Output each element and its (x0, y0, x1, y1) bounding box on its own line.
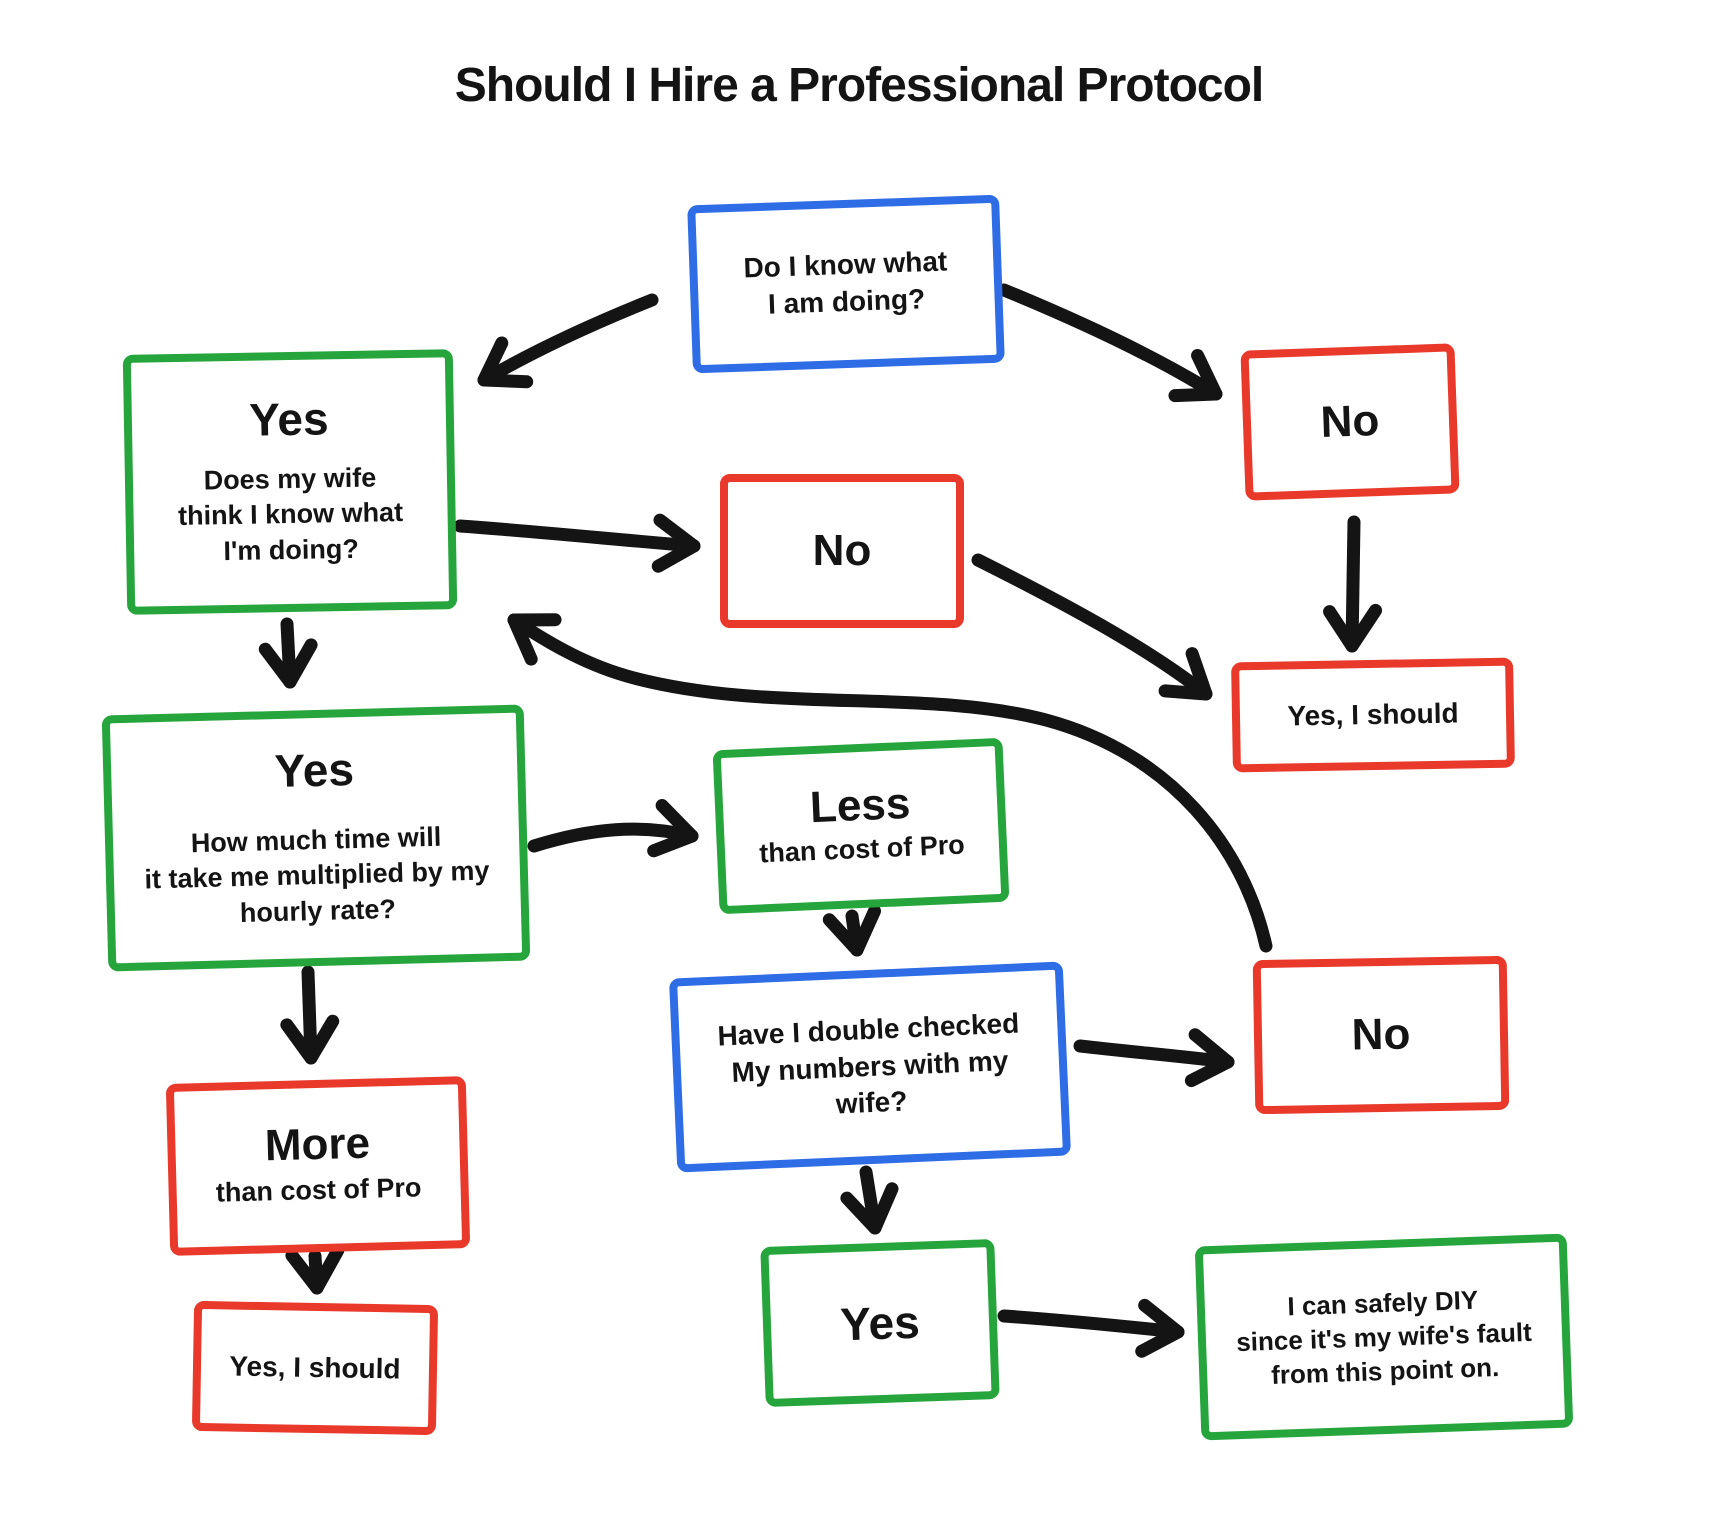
node-wife-thinks-heading: Yes (248, 391, 329, 446)
arrow-no-mid-to-yes-should (971, 553, 1213, 701)
node-more-than-cost-heading: More (264, 1118, 371, 1171)
arrow-know-to-wife (477, 293, 659, 389)
node-do-i-know: Do I know what I am doing? (687, 194, 1005, 374)
node-how-much-time: Yes How much time will it take me multip… (101, 704, 531, 972)
node-yes-i-should-left-text: Yes, I should (229, 1350, 401, 1385)
node-no-bottom: No (1252, 955, 1510, 1115)
arrow-know-to-no-top (997, 283, 1223, 403)
node-do-i-know-text: Do I know what I am doing? (742, 245, 948, 320)
node-no-top-heading: No (1319, 395, 1381, 448)
page-title: Should I Hire a Professional Protocol (454, 59, 1264, 112)
node-how-much-time-text: How much time will it take me multiplied… (144, 821, 490, 928)
node-less-than-cost-text: than cost of Pro (758, 829, 966, 869)
node-no-bottom-heading: No (1351, 1009, 1411, 1060)
node-safely-diy-text: I can safely DIY since it's my wife's fa… (1235, 1284, 1533, 1391)
node-less-than-cost-heading: Less (808, 779, 912, 833)
arrow-wife-to-time (258, 617, 318, 689)
node-how-much-time-heading: Yes (273, 742, 355, 797)
arrow-wife-to-no-mid (453, 513, 701, 573)
node-no-top: No (1240, 343, 1460, 501)
arrow-checked-to-no-bottom (1073, 1028, 1235, 1088)
node-no-mid: No (720, 474, 964, 628)
node-safely-diy: I can safely DIY since it's my wife's fa… (1194, 1233, 1574, 1441)
node-yes-bottom-heading: Yes (839, 1295, 921, 1351)
node-more-than-cost-text: than cost of Pro (215, 1172, 422, 1208)
node-more-than-cost: More than cost of Pro (165, 1076, 471, 1256)
node-yes-i-should-right: Yes, I should (1231, 657, 1515, 773)
arrow-yes-bottom-to-diy (997, 1298, 1185, 1358)
node-yes-i-should-left: Yes, I should (191, 1300, 439, 1436)
arrow-no-top-to-yes-should (1323, 515, 1383, 653)
node-double-checked-text: Have I double checked My numbers with my… (716, 1007, 1020, 1120)
node-yes-bottom: Yes (760, 1238, 1000, 1408)
node-yes-i-should-right-text: Yes, I should (1287, 697, 1459, 732)
arrow-checked-to-yes-bottom (840, 1165, 899, 1235)
arrow-more-to-yes-should-left (285, 1244, 345, 1295)
node-double-checked: Have I double checked My numbers with my… (668, 961, 1072, 1173)
arrow-less-to-checked (822, 904, 882, 957)
node-less-than-cost: Less than cost of Pro (712, 737, 1010, 915)
node-wife-thinks-text: Does my wife think I know what I'm doing… (177, 462, 404, 566)
arrow-time-to-less (527, 799, 699, 858)
node-wife-thinks: Yes Does my wife think I know what I'm d… (122, 349, 458, 615)
arrow-time-to-more (280, 965, 340, 1065)
node-no-mid-heading: No (812, 526, 872, 575)
